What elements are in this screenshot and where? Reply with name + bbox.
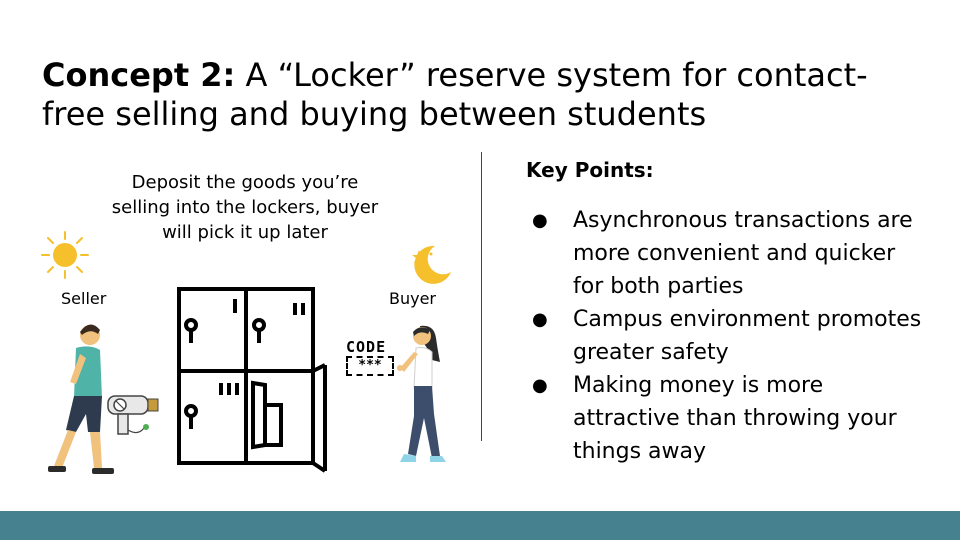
locker-icon	[177, 287, 327, 473]
key-point-text: Making money is more attractive than thr…	[573, 373, 897, 464]
locker-caption: Deposit the goods you’re selling into th…	[111, 172, 379, 243]
buyer-figure	[397, 325, 446, 462]
bullet-icon: ●	[532, 309, 548, 330]
code-label: CODE	[346, 338, 387, 356]
key-points-list: ● Asynchronous transactions are more con…	[526, 204, 926, 468]
key-point-text: Campus environment promotes greater safe…	[573, 307, 922, 365]
list-item: ● Campus environment promotes greater sa…	[526, 303, 926, 369]
list-item: ● Asynchronous transactions are more con…	[526, 204, 926, 303]
seller-label: Seller	[61, 289, 107, 308]
title-bold: Concept 2:	[42, 56, 236, 94]
key-point-text: Asynchronous transactions are more conve…	[573, 208, 913, 299]
title-rest: A “Locker” reserve system for contact-fr…	[42, 56, 868, 133]
moon-icon	[412, 245, 451, 284]
seller-figure	[48, 324, 114, 474]
column-divider	[481, 152, 482, 441]
sun-icon	[41, 231, 89, 279]
bullet-icon: ●	[532, 210, 548, 231]
list-item: ● Making money is more attractive than t…	[526, 369, 926, 468]
buyer-label: Buyer	[389, 289, 437, 308]
footer-bar	[0, 511, 960, 540]
code-mask-box: ***	[346, 356, 394, 376]
key-points-title: Key Points:	[526, 158, 654, 182]
slide-title: Concept 2: A “Locker” reserve system for…	[42, 56, 922, 134]
bullet-icon: ●	[532, 375, 548, 396]
hair-dryer-icon	[107, 395, 159, 435]
